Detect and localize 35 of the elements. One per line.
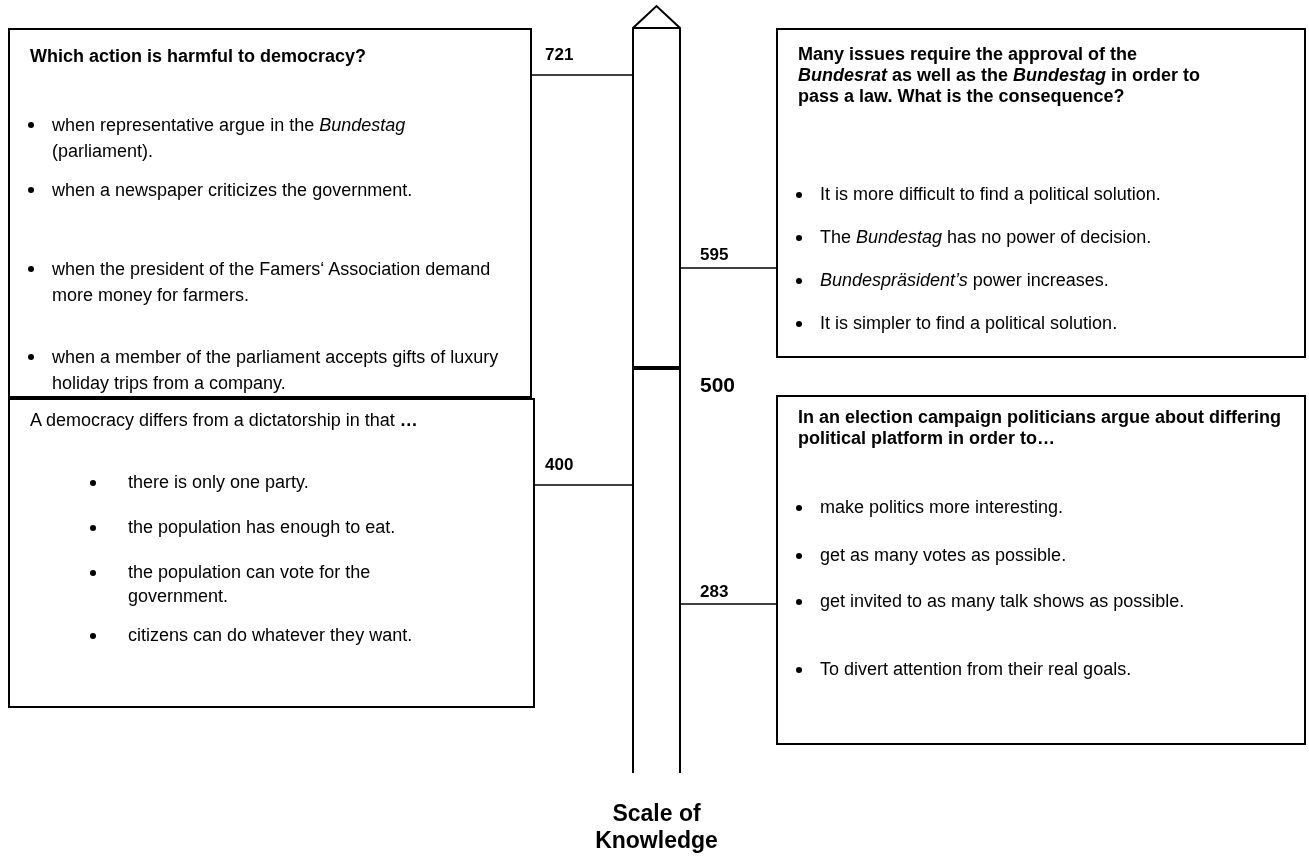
question-box xyxy=(776,395,1306,745)
answer-option: when representative argue in the Bundestag (parliament). xyxy=(28,112,507,164)
answer-option: when the president of the Famers‘ Association demand more money for farmers. xyxy=(28,256,507,308)
answer-option: citizens can do whatever they want. xyxy=(90,623,468,647)
score-label: 721 xyxy=(545,45,574,65)
answer-option: the population has enough to eat. xyxy=(90,515,468,539)
scale-title: Scale of Knowledge xyxy=(594,800,719,854)
answer-option: It is simpler to find a political solution. xyxy=(796,311,1300,335)
connector-line xyxy=(531,74,633,76)
answer-option: get as many votes as possible. xyxy=(796,543,1220,567)
connector-line xyxy=(680,603,777,605)
question-text: In an election campaign politicians argue about differing political platform in order to… xyxy=(798,407,1283,449)
question-box xyxy=(8,28,532,398)
score-label: 400 xyxy=(545,455,574,475)
answer-option: there is only one party. xyxy=(90,470,468,494)
answer-option: It is more difficult to find a political solution. xyxy=(796,182,1300,206)
answer-option: get invited to as many talk shows as possible. xyxy=(796,589,1220,613)
question-text: Which action is harmful to democracy? xyxy=(30,46,368,67)
scale-bar xyxy=(632,5,681,773)
question-box xyxy=(776,28,1306,358)
answer-option: make politics more interesting. xyxy=(796,495,1220,519)
connector-line xyxy=(534,484,633,486)
answer-option: To divert attention from their real goals. xyxy=(796,657,1220,681)
question-text: A democracy differs from a dictatorship in that … xyxy=(30,410,419,431)
score-label: 283 xyxy=(700,582,729,602)
score-label: 595 xyxy=(700,245,729,265)
connector-line xyxy=(680,267,777,269)
answer-option: the population can vote for the government. xyxy=(90,560,468,608)
question-text: Many issues require the approval of the Bundesrat as well as the Bundestag in order to pass a law. What is the consequence? xyxy=(798,44,1202,107)
score-label: 500 xyxy=(700,373,736,397)
answer-option: The Bundestag has no power of decision. xyxy=(796,225,1300,249)
answer-option: when a member of the parliament accepts gifts of luxury holiday trips from a company. xyxy=(28,344,507,396)
answer-option: Bundespräsident’s power increases. xyxy=(796,268,1300,292)
answer-option: when a newspaper criticizes the government. xyxy=(28,177,507,203)
question-box xyxy=(8,398,535,708)
